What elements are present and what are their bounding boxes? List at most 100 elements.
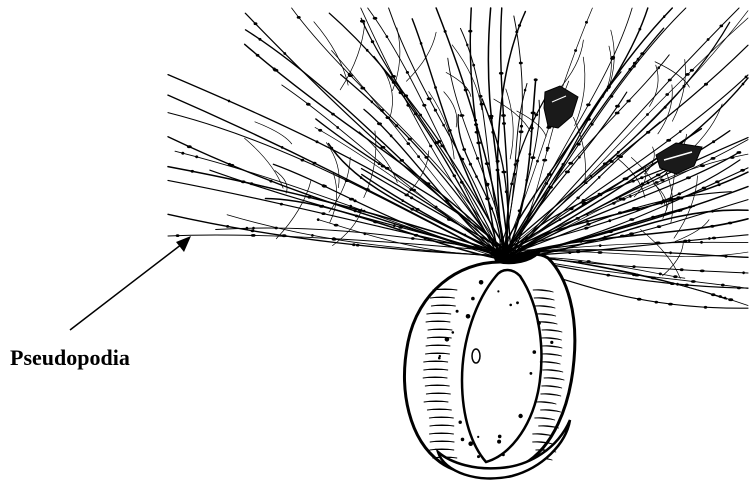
granule	[447, 218, 452, 221]
granule	[311, 234, 314, 237]
granule	[700, 270, 705, 273]
granule	[742, 83, 745, 86]
granule	[317, 218, 320, 221]
food-particle	[544, 86, 578, 128]
granule	[475, 175, 478, 178]
granule	[400, 159, 404, 162]
pore	[502, 453, 505, 456]
pore	[468, 441, 473, 446]
granule	[637, 298, 642, 301]
granule	[313, 162, 317, 165]
granule	[269, 180, 272, 183]
granule	[228, 100, 230, 103]
granule	[355, 215, 358, 218]
granule	[598, 176, 600, 179]
granule	[574, 49, 577, 52]
pore	[533, 350, 537, 354]
granule	[254, 22, 258, 25]
granule	[611, 56, 615, 59]
hatch-stroke	[424, 401, 448, 402]
granule	[282, 234, 287, 237]
pore	[452, 331, 455, 334]
pseudopodium-branch	[658, 85, 672, 134]
granule	[466, 44, 468, 47]
granule	[584, 227, 587, 230]
granule	[737, 287, 741, 290]
granule	[485, 197, 490, 200]
granule	[336, 126, 339, 129]
granule	[434, 141, 439, 144]
granule	[586, 118, 591, 121]
granule	[666, 139, 671, 142]
granule	[518, 24, 521, 27]
granule	[469, 163, 472, 166]
hatch-stroke	[427, 313, 451, 314]
pseudopodium-branch	[575, 57, 585, 125]
granule	[707, 38, 710, 41]
pore	[516, 301, 519, 304]
granule	[322, 184, 325, 187]
granule	[490, 117, 493, 120]
granule	[321, 205, 324, 208]
granule	[398, 226, 403, 229]
shell	[405, 246, 575, 479]
granule	[598, 251, 603, 254]
granule	[728, 222, 732, 225]
granule	[378, 162, 381, 165]
granule	[616, 155, 620, 158]
granule	[460, 158, 464, 161]
granule	[176, 234, 180, 237]
granule	[655, 242, 660, 245]
granule	[496, 169, 500, 172]
granule	[256, 54, 260, 57]
granule	[501, 114, 506, 117]
granule	[332, 238, 337, 241]
granule	[718, 183, 721, 186]
granule	[607, 86, 610, 89]
granule	[633, 62, 637, 65]
granule	[445, 199, 449, 202]
pore	[550, 341, 553, 344]
granule	[570, 240, 575, 243]
granule	[440, 145, 444, 148]
granule	[187, 145, 192, 148]
pseudopodium-thread	[502, 11, 748, 253]
granule	[191, 170, 194, 173]
granule	[623, 178, 628, 181]
pore	[466, 314, 471, 319]
granule	[241, 180, 246, 183]
pore	[445, 337, 450, 342]
granule	[670, 282, 675, 285]
granule	[721, 284, 725, 287]
granule	[371, 100, 373, 103]
granule	[516, 159, 520, 162]
granule	[661, 179, 665, 182]
hatch-stroke	[425, 353, 449, 354]
granule	[448, 129, 452, 132]
granule	[586, 213, 588, 216]
granule	[474, 123, 478, 126]
granule	[656, 174, 661, 177]
granule	[629, 195, 632, 198]
granule	[587, 260, 591, 263]
granule	[545, 182, 548, 185]
hatch-stroke	[429, 417, 453, 418]
granule	[442, 124, 445, 127]
granule	[411, 237, 415, 240]
granule	[392, 81, 395, 84]
granule	[665, 93, 669, 96]
granule	[668, 303, 673, 306]
granule	[531, 156, 536, 159]
granule	[663, 15, 665, 18]
granule	[453, 174, 456, 177]
granule	[345, 179, 349, 182]
granule	[275, 227, 278, 230]
granule	[358, 209, 363, 212]
granule	[662, 199, 666, 202]
granule	[606, 274, 610, 277]
granule	[660, 202, 663, 205]
granule	[580, 240, 583, 243]
granule	[434, 109, 437, 112]
granule	[524, 89, 526, 92]
granule	[520, 125, 523, 128]
